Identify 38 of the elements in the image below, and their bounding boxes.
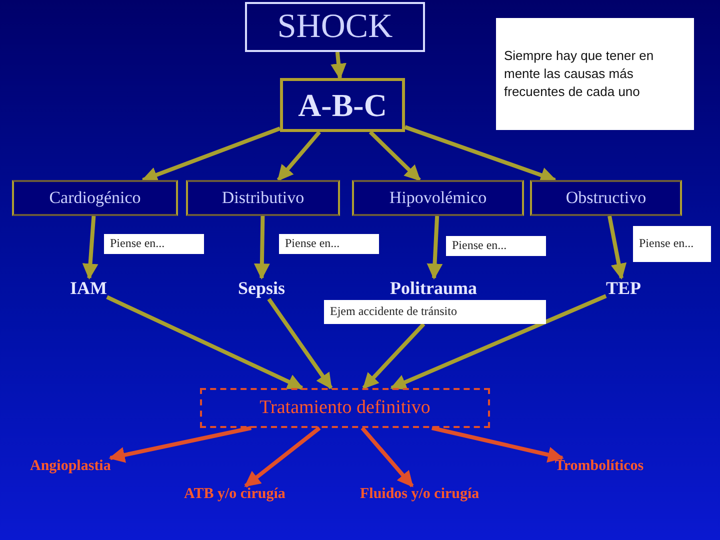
- arrow: [82, 216, 98, 280]
- treatment-label: ATB y/o cirugía: [184, 486, 286, 503]
- arrow: [330, 52, 346, 80]
- arrow: [254, 216, 270, 280]
- arrow: [244, 426, 321, 488]
- title-box: SHOCK: [245, 2, 425, 52]
- hint-box: Piense en...: [279, 234, 379, 254]
- arrow: [106, 295, 304, 390]
- arrow: [276, 130, 321, 182]
- arrow: [404, 125, 556, 183]
- treatment-label: Fluidos y/o cirugía: [360, 486, 480, 503]
- category-box: Cardiogénico: [12, 180, 178, 216]
- hint-box: Piense en...: [446, 236, 546, 256]
- arrow: [390, 294, 607, 390]
- cause-label: TEP: [606, 278, 642, 299]
- note-box: Siempre hay que tener en mente las causas más frecuentes de cada uno: [496, 18, 694, 130]
- arrow: [431, 426, 564, 463]
- arrow: [426, 216, 443, 280]
- treatment-box: Tratamiento definitivo: [200, 388, 490, 428]
- hint-box: Piense en...: [104, 234, 204, 254]
- cause-label: Politrauma: [390, 278, 477, 299]
- example-box: Ejem accidente de tránsito: [324, 300, 546, 324]
- process-box: A-B-C: [280, 78, 405, 132]
- cause-label: IAM: [70, 278, 107, 299]
- arrow: [360, 426, 414, 488]
- arrow: [267, 298, 333, 390]
- category-box: Distributivo: [186, 180, 340, 216]
- arrow: [362, 322, 426, 390]
- hint-box: Piense en...: [633, 226, 711, 262]
- arrow: [141, 126, 281, 182]
- category-box: Obstructivo: [530, 180, 682, 216]
- treatment-label: Angioplastia: [30, 458, 111, 475]
- treatment-label: Trombolíticos: [555, 458, 644, 475]
- cause-label: Sepsis: [238, 278, 286, 299]
- arrow: [608, 216, 627, 280]
- arrow: [108, 426, 252, 463]
- arrow: [368, 130, 421, 182]
- category-box: Hipovolémico: [352, 180, 524, 216]
